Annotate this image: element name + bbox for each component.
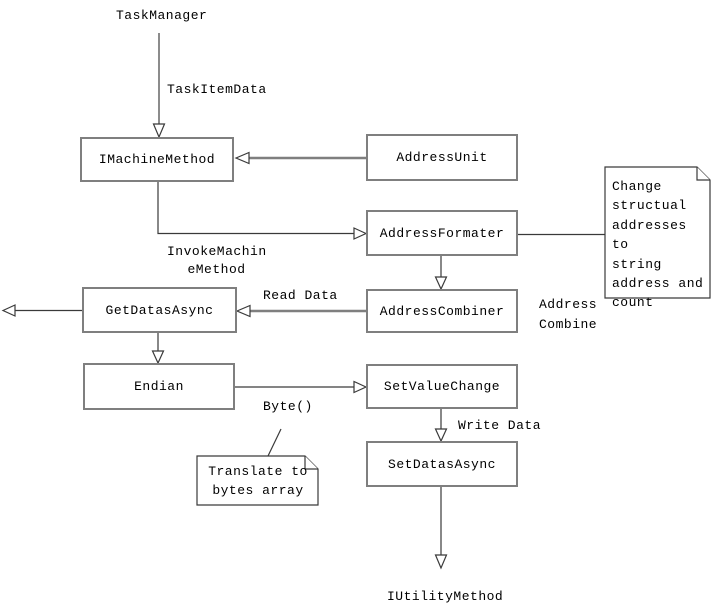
label-write-data: Write Data [458, 418, 542, 433]
box-label: IMachineMethod [98, 152, 216, 167]
arrowhead-left-icon [1, 304, 16, 317]
label-invokemachinemethod: InvokeMachin eMethod [167, 244, 267, 277]
label-iutilitymethod: IUtilityMethod [387, 589, 504, 604]
label-taskmanager: TaskManager [116, 8, 208, 23]
note-change-text: Change structual addresses to string add… [612, 179, 704, 311]
box-setdatasasync: SetDatasAsync [366, 441, 518, 487]
box-label: SetValueChange [383, 379, 501, 394]
arrowhead-right-icon [353, 227, 368, 240]
edge-imachinemethod-addressformater [157, 182, 355, 235]
arrowhead-down-icon [152, 123, 166, 139]
arrowhead-right-icon [353, 380, 368, 394]
box-label: AddressFormater [379, 225, 505, 241]
box-imachinemethod: IMachineMethod [80, 137, 234, 182]
edge-byte-note-connector [267, 428, 282, 457]
box-label: GetDatasAsync [105, 302, 214, 318]
box-label: AddressCombiner [379, 303, 505, 319]
box-label: SetDatasAsync [388, 456, 496, 472]
arrowhead-left-icon [235, 304, 251, 318]
note-translate-text: Translate to bytes array [208, 464, 308, 498]
box-label: AddressUnit [396, 150, 488, 165]
arrowhead-down-icon [434, 554, 448, 570]
box-addressunit: AddressUnit [366, 134, 518, 181]
note-dogear-icon [304, 456, 318, 470]
label-byte: Byte() [263, 399, 313, 414]
label-address-combine: Address Combine [539, 297, 598, 332]
arrowhead-down-icon [434, 276, 448, 291]
box-getdatasasync: GetDatasAsync [82, 287, 237, 333]
note-change-shape [604, 166, 711, 299]
box-label: Endian [134, 379, 184, 394]
note-dogear-icon [696, 167, 710, 181]
label-read-data: Read Data [263, 288, 338, 303]
note-translate-shape [196, 455, 319, 506]
arrowhead-left-icon [234, 151, 250, 165]
box-addresscombiner: AddressCombiner [366, 289, 518, 333]
arrowhead-down-icon [434, 428, 448, 443]
box-setvaluechange: SetValueChange [366, 364, 518, 409]
label-taskitemdata: TaskItemData [167, 82, 267, 97]
box-endian: Endian [83, 363, 235, 410]
box-addressformater: AddressFormater [366, 210, 518, 256]
arrowhead-down-icon [151, 350, 165, 365]
